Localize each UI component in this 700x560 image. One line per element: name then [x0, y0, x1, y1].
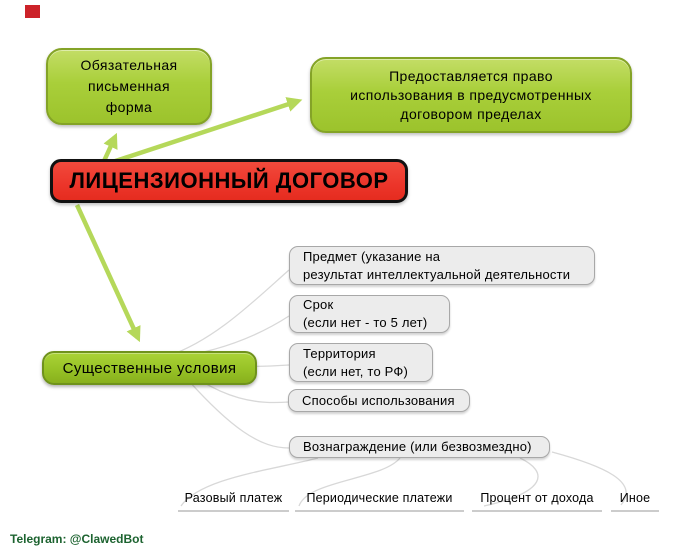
subtopic-remuneration[interactable]: Вознаграждение (или безвозмездно) — [289, 436, 550, 458]
topic-usage-right[interactable]: Предоставляется право использования в пр… — [310, 57, 632, 133]
leaf-income-percent-label: Процент от дохода — [480, 491, 594, 505]
leaf-periodic-payments-label: Периодические платежи — [306, 491, 453, 505]
subtopic-term[interactable]: Срок (если нет - то 5 лет) — [289, 295, 450, 333]
subtopic-territory-label: Территория (если нет, то РФ) — [303, 345, 409, 379]
arrow-to-essential-terms — [74, 204, 141, 343]
root-topic[interactable]: ЛИЦЕНЗИОННЫЙ ДОГОВОР — [50, 159, 408, 203]
subtopic-term-label: Срок (если нет - то 5 лет) — [303, 297, 428, 330]
branch-to-subject — [167, 269, 290, 357]
subtopic-remuneration-label: Вознаграждение (или безвозмездно) — [303, 439, 532, 454]
leaf-income-percent[interactable]: Процент от дохода — [472, 491, 602, 512]
red-square-marker — [25, 5, 40, 18]
leaf-periodic-payments[interactable]: Периодические платежи — [295, 491, 464, 512]
topic-written-form-label: Обязательная письменная форма — [80, 57, 178, 115]
leaf-other[interactable]: Иное — [611, 491, 659, 512]
topic-written-form[interactable]: Обязательная письменная форма — [46, 48, 212, 125]
root-topic-label: ЛИЦЕНЗИОННЫЙ ДОГОВОР — [69, 168, 389, 193]
subtopic-subject[interactable]: Предмет (указание на результат интеллект… — [289, 246, 595, 285]
topic-essential-terms[interactable]: Существенные условия — [42, 351, 257, 385]
subtopic-territory[interactable]: Территория (если нет, то РФ) — [289, 343, 433, 382]
topic-usage-right-label: Предоставляется право использования в пр… — [350, 67, 592, 122]
subtopic-usage-methods-label: Способы использования — [302, 392, 455, 408]
leaf-other-label: Иное — [619, 491, 651, 505]
leaf-single-payment-label: Разовый платеж — [184, 491, 283, 505]
subtopic-usage-methods[interactable]: Способы использования — [288, 389, 470, 412]
subtopic-subject-label: Предмет (указание на результат интеллект… — [303, 248, 571, 282]
leaf-single-payment[interactable]: Разовый платеж — [178, 491, 289, 512]
topic-essential-terms-label: Существенные условия — [62, 359, 237, 377]
telegram-watermark: Telegram: @ClawedBot — [10, 532, 144, 546]
